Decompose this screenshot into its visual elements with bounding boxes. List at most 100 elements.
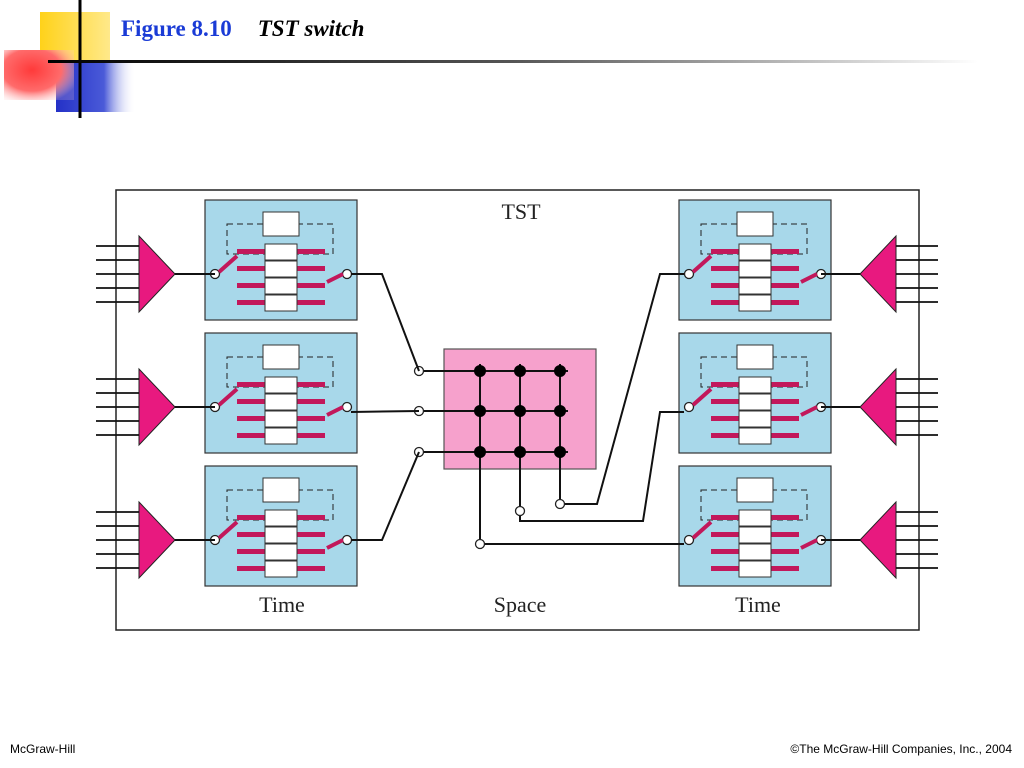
left-to-space-link-2	[351, 451, 420, 541]
right-tsi-input-bar-2-0	[711, 515, 741, 520]
left-tsi-cell-0-1	[264, 260, 298, 278]
left-tsi-out-node-0	[341, 268, 353, 280]
right-tsi-input-bar-1-3	[711, 433, 741, 438]
left-tsi-input-bar-1-2	[237, 416, 267, 421]
left-tsi-cell-0-3	[264, 294, 298, 312]
left-tsi-cell-2-1	[264, 526, 298, 544]
left-to-space-link-0	[351, 273, 420, 372]
left-tsi-control-memory-2	[262, 477, 300, 503]
left-tsi-output-bar-2-0	[295, 515, 325, 520]
figure-number: Figure 8.10	[121, 16, 232, 41]
left-to-space-link-1	[350, 410, 420, 413]
left-tsi-control-memory-0	[262, 211, 300, 237]
right-tsi-output-bar-2-0	[769, 515, 799, 520]
right-tsi-input-bar-0-0	[711, 249, 741, 254]
left-tsi-output-bar-1-2	[295, 416, 325, 421]
right-tsi-input-bar-0-3	[711, 300, 741, 305]
left-tsi-output-bar-2-1	[295, 532, 325, 537]
left-tsi-in-arm-0	[217, 254, 239, 274]
right-tsi-input-bar-1-2	[711, 416, 741, 421]
left-tsi-out-arm-2	[326, 538, 344, 550]
figure-title: TST switch	[257, 16, 365, 41]
left-tsi-cell-1-0	[264, 376, 298, 394]
left-stage-label: Time	[259, 592, 305, 617]
left-tsi-output-bar-2-2	[295, 549, 325, 554]
diagram-title: TST	[501, 199, 541, 224]
right-tsi-cell-2-2	[738, 543, 772, 561]
left-tsi-out-node-2	[341, 534, 353, 546]
right-tsi-in-node-2	[683, 534, 695, 546]
crosspoint-2-1	[514, 446, 526, 458]
left-tsi-cell-2-0	[264, 509, 298, 527]
right-tsi-output-bar-2-1	[769, 532, 799, 537]
right-tsi-input-bar-1-1	[711, 399, 741, 404]
left-tsi-cell-1-2	[264, 410, 298, 428]
left-tsi-input-bar-0-3	[237, 300, 267, 305]
right-tsi-in-arm-2	[691, 520, 713, 540]
right-stage-label: Time	[735, 592, 781, 617]
left-tsi-input-bar-2-0	[237, 515, 267, 520]
right-tsi-output-bar-0-0	[769, 249, 799, 254]
left-tsi-input-bar-1-3	[237, 433, 267, 438]
right-tsi-input-bar-0-1	[711, 266, 741, 271]
footer-copyright: ©The McGraw-Hill Companies, Inc., 2004	[790, 742, 1012, 756]
right-tsi-cell-1-0	[738, 376, 772, 394]
slide-logo	[4, 0, 136, 118]
left-tsi-cell-1-3	[264, 427, 298, 445]
right-tsi-output-bar-2-2	[769, 549, 799, 554]
right-tsi-output-bar-1-1	[769, 399, 799, 404]
crossbar-output-node-0	[554, 498, 566, 510]
left-tsi-input-bar-0-0	[237, 249, 267, 254]
space-to-right-link-1	[519, 411, 684, 522]
left-tsi-output-bar-0-2	[295, 283, 325, 288]
crosspoint-1-0	[474, 405, 486, 417]
right-tsi-in-arm-0	[691, 254, 713, 274]
header-rule	[48, 60, 978, 63]
left-tsi-output-bar-1-0	[295, 382, 325, 387]
right-tsi-input-bar-0-2	[711, 283, 741, 288]
left-tsi-cell-2-2	[264, 543, 298, 561]
left-tsi-output-bar-1-1	[295, 399, 325, 404]
right-tsi-output-bar-1-2	[769, 416, 799, 421]
right-tsi-in-arm-1	[691, 387, 713, 407]
page-title: Figure 8.10 TST switch	[121, 16, 364, 42]
crossbar-output-node-1	[514, 505, 526, 517]
right-tsi-input-bar-2-2	[711, 549, 741, 554]
left-tsi-cell-2-3	[264, 560, 298, 578]
left-tsi-out-node-1	[341, 401, 353, 413]
right-tsi-cell-0-2	[738, 277, 772, 295]
left-tsi-output-bar-0-3	[295, 300, 325, 305]
crosspoint-1-1	[514, 405, 526, 417]
left-tsi-output-bar-0-0	[295, 249, 325, 254]
left-tsi-input-bar-2-2	[237, 549, 267, 554]
right-tsi-cell-1-2	[738, 410, 772, 428]
right-tsi-input-bar-2-3	[711, 566, 741, 571]
right-tsi-cell-0-3	[738, 294, 772, 312]
left-tsi-in-arm-1	[217, 387, 239, 407]
right-tsi-out-arm-2	[800, 538, 818, 550]
left-tsi-input-bar-0-2	[237, 283, 267, 288]
right-tsi-control-memory-2	[736, 477, 774, 503]
right-tsi-out-arm-1	[800, 405, 818, 417]
crosspoint-2-0	[474, 446, 486, 458]
right-tsi-cell-2-1	[738, 526, 772, 544]
right-tsi-in-node-0	[683, 268, 695, 280]
right-tsi-cell-0-1	[738, 260, 772, 278]
right-tsi-out-arm-0	[800, 272, 818, 284]
left-tsi-control-memory-1	[262, 344, 300, 370]
left-tsi-output-bar-2-3	[295, 566, 325, 571]
right-tsi-cell-2-3	[738, 560, 772, 578]
left-tsi-input-bar-2-3	[237, 566, 267, 571]
right-tsi-cell-1-1	[738, 393, 772, 411]
left-tsi-out-arm-0	[326, 272, 344, 284]
left-tsi-output-bar-0-1	[295, 266, 325, 271]
footer-publisher: McGraw-Hill	[10, 742, 76, 756]
left-tsi-cell-0-2	[264, 277, 298, 295]
right-tsi-control-memory-1	[736, 344, 774, 370]
right-tsi-in-node-1	[683, 401, 695, 413]
middle-stage-label: Space	[494, 592, 547, 617]
right-tsi-output-bar-2-3	[769, 566, 799, 571]
crosspoint-0-2	[554, 365, 566, 377]
right-tsi-input-bar-1-0	[711, 382, 741, 387]
